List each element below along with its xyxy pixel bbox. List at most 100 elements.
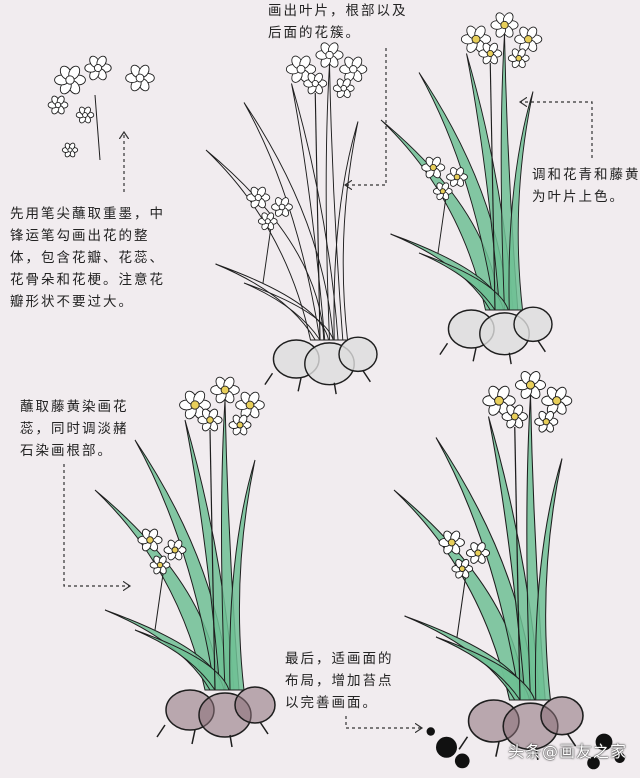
- bulb: [234, 686, 276, 724]
- stamen: [429, 163, 437, 172]
- note-step3: 调和花青和藤黄为叶片上色。: [532, 164, 640, 208]
- bulb: [338, 336, 378, 373]
- arrow-step3: [520, 102, 593, 158]
- root-hairs: [439, 340, 546, 365]
- flower: [179, 390, 211, 420]
- note-line: 先用笔尖蘸取重墨，中: [10, 206, 165, 222]
- stamen: [340, 84, 348, 92]
- stamen: [515, 54, 523, 62]
- note-line: 蘸取藤黄染画花: [20, 399, 129, 415]
- flower-stem: [94, 94, 101, 161]
- flower: [541, 386, 573, 415]
- stamen: [65, 75, 75, 85]
- moss-dot: [436, 736, 457, 758]
- flower: [235, 391, 265, 419]
- stamen: [325, 50, 334, 60]
- flower: [438, 530, 465, 555]
- leaf: [243, 282, 334, 341]
- leaf: [291, 83, 339, 341]
- leaf: [435, 636, 536, 701]
- arrow-step5: [345, 716, 422, 728]
- plant-painting: [393, 371, 625, 770]
- flower: [482, 385, 516, 416]
- stamen: [236, 421, 244, 429]
- moss-dot: [587, 756, 600, 770]
- flower: [432, 182, 453, 201]
- bulb: [513, 306, 553, 343]
- stamen: [458, 565, 466, 573]
- stamen: [146, 536, 154, 544]
- stamen: [542, 418, 550, 426]
- stamen: [245, 400, 255, 410]
- stamen: [93, 63, 103, 73]
- stamen: [500, 20, 509, 30]
- stamen: [494, 395, 504, 406]
- stamen: [474, 549, 482, 557]
- stamen: [264, 218, 271, 225]
- stamen: [296, 64, 306, 74]
- flower: [465, 542, 491, 564]
- stamen: [135, 73, 145, 83]
- stamen: [190, 400, 200, 410]
- flower: [478, 42, 503, 65]
- leaf: [325, 64, 344, 341]
- plant-painting: [94, 376, 276, 748]
- flower: [421, 156, 446, 179]
- stamen: [471, 34, 481, 44]
- flower: [197, 408, 223, 432]
- sketch-flowers: [47, 55, 155, 161]
- bulb: [540, 696, 584, 736]
- stamen: [156, 561, 164, 569]
- flower: [446, 167, 468, 187]
- moss-dot: [614, 752, 625, 763]
- flower: [257, 212, 278, 231]
- note-line: 锋运笔勾画出花的整: [10, 228, 150, 244]
- flower: [460, 25, 492, 53]
- stamen: [311, 79, 319, 88]
- flower: [534, 410, 559, 433]
- leaf: [508, 91, 534, 311]
- note-step4: 蘸取藤黄染画花蕊，同时调淡赭石染画根部。: [20, 396, 129, 462]
- note-step1: 先用笔尖蘸取重墨，中锋运笔勾画出花的整体，包含花瓣、花蕊、花骨朵和花梗。注意花瓣…: [10, 203, 165, 313]
- flower: [149, 555, 171, 575]
- note-line: 为叶片上色。: [532, 189, 625, 205]
- plant-painting: [205, 42, 378, 395]
- flower: [339, 56, 368, 82]
- leaf: [134, 629, 230, 691]
- note-line: 瓣形状不要过大。: [10, 294, 134, 310]
- plant-painting: [380, 12, 553, 365]
- flower: [303, 72, 328, 95]
- flower: [47, 95, 69, 115]
- flower: [507, 48, 530, 69]
- leaf: [205, 149, 325, 341]
- flower: [315, 42, 344, 68]
- arrow-step2: [345, 48, 387, 185]
- stamen: [206, 416, 214, 424]
- stamen: [486, 49, 494, 58]
- flower: [451, 558, 474, 579]
- moss-dot: [595, 733, 613, 751]
- stamen: [278, 203, 286, 211]
- flower-stem: [209, 429, 216, 691]
- note-line: 花骨朵和花梗。注意花: [10, 272, 165, 288]
- note-step5: 最后，适画面的布局，增加苔点以完善画面。: [285, 648, 394, 714]
- flower: [210, 376, 240, 404]
- arrow-step4: [63, 464, 130, 586]
- flower-stem: [514, 426, 521, 701]
- stamen: [525, 380, 536, 390]
- note-line: 体，包含花瓣、花蕊、: [10, 250, 165, 266]
- root-hairs: [156, 721, 269, 748]
- flower: [163, 539, 187, 561]
- flower: [490, 12, 519, 38]
- note-line: 画出叶片，根部以及: [268, 3, 408, 19]
- moss-dot: [454, 753, 470, 769]
- flower-stem: [314, 92, 321, 341]
- stamen: [82, 112, 88, 118]
- stamen: [254, 193, 262, 202]
- flower: [271, 197, 293, 217]
- watermark: 头条@画友之家: [508, 742, 628, 761]
- flower: [228, 414, 252, 436]
- stamen: [510, 412, 519, 421]
- stamen: [67, 147, 73, 153]
- flower: [514, 26, 543, 52]
